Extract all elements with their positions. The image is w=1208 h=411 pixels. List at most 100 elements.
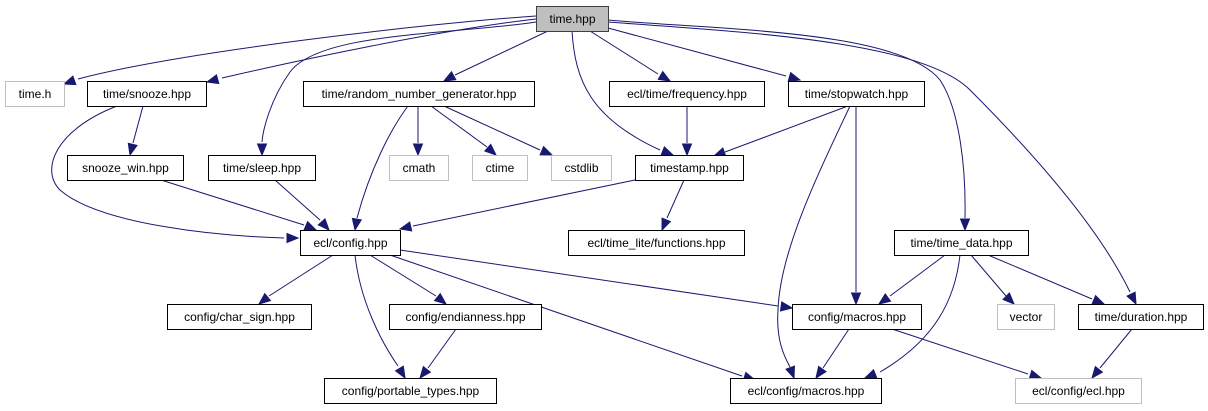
node-label: time/time_data.hpp <box>910 236 1012 250</box>
arrowhead-icon <box>127 142 138 157</box>
edge-line <box>589 30 659 75</box>
arrowhead-icon <box>286 232 300 244</box>
edge-macros-to-ecl-macros <box>815 328 850 380</box>
arrowhead-icon <box>539 145 554 156</box>
node-stopwatch[interactable]: time/stopwatch.hpp <box>788 81 925 107</box>
edge-stopwatch-to-timestamp <box>712 105 849 157</box>
node-label: cstdlib <box>564 161 598 175</box>
node-box <box>730 378 882 404</box>
edge-time-hpp-to-stopwatch <box>607 27 802 82</box>
node-label: time/sleep.hpp <box>223 161 301 175</box>
node-box <box>788 81 925 107</box>
edge-config-to-char-sign <box>257 254 334 305</box>
node-label: time.hpp <box>549 12 595 26</box>
arrowhead-icon <box>317 217 330 231</box>
edge-stopwatch-to-ecl-macros <box>777 105 851 380</box>
node-box <box>551 155 612 181</box>
edge-line <box>879 254 961 373</box>
arrowhead-icon <box>657 70 672 82</box>
arrowhead-icon <box>1091 294 1106 305</box>
edge-duration-to-ecl-hpp <box>1091 328 1133 380</box>
arrowhead-icon <box>1126 291 1137 306</box>
node-label: time/stopwatch.hpp <box>805 87 909 101</box>
node-label: ecl/time_lite/functions.hpp <box>587 236 725 250</box>
node-vector: vector <box>997 304 1055 330</box>
node-label: ecl/config.hpp <box>313 236 387 250</box>
node-box <box>67 155 184 181</box>
edge-time-data-to-macros <box>877 254 946 305</box>
node-label: time/duration.hpp <box>1095 310 1188 324</box>
edge-rng-to-ctime <box>430 105 497 156</box>
edge-line <box>1099 328 1133 369</box>
node-label: config/char_sign.hpp <box>184 310 295 324</box>
node-label: vector <box>1010 310 1043 324</box>
node-label: ecl/config/macros.hpp <box>748 384 865 398</box>
edge-line <box>356 105 409 219</box>
edge-time-hpp-to-duration <box>607 21 1137 306</box>
edge-rng-to-cstdlib <box>443 105 554 156</box>
arrowhead-icon <box>1028 369 1043 380</box>
arrowhead-icon <box>412 143 424 157</box>
edge-line <box>454 30 549 76</box>
node-duration[interactable]: time/duration.hpp <box>1078 304 1204 330</box>
node-time-data[interactable]: time/time_data.hpp <box>894 230 1029 256</box>
edge-line <box>77 15 537 80</box>
arrowhead-icon <box>419 365 432 380</box>
arrowhead-icon <box>433 292 448 305</box>
node-label: ecl/time/frequency.hpp <box>627 87 747 101</box>
edge-time-hpp-to-sleep <box>256 21 537 157</box>
edge-time-hpp-to-time-h <box>62 15 537 86</box>
node-cmath: cmath <box>389 155 449 181</box>
arrowhead-icon <box>205 73 220 85</box>
edge-line <box>571 30 661 151</box>
node-box <box>568 230 745 256</box>
arrowhead-icon <box>785 365 795 380</box>
node-label: ecl/config/ecl.hpp <box>1032 384 1125 398</box>
node-frequency[interactable]: ecl/time/frequency.hpp <box>609 81 765 107</box>
arrowhead-icon <box>850 292 862 306</box>
node-snooze-win[interactable]: snooze_win.hpp <box>67 155 184 181</box>
arrowhead-icon <box>787 71 802 82</box>
edge-line <box>891 328 1029 375</box>
node-box <box>472 155 528 181</box>
edge-snooze-win-to-config <box>160 179 318 231</box>
node-portable-types[interactable]: config/portable_types.hpp <box>324 378 497 404</box>
arrowhead-icon <box>660 145 675 156</box>
edge-line <box>261 21 537 143</box>
node-ctime: ctime <box>472 155 528 181</box>
edge-time-hpp-to-time-data <box>607 19 971 232</box>
edge-time-hpp-to-timestamp <box>571 30 675 156</box>
edge-rng-to-cmath <box>412 106 424 157</box>
arrowhead-icon <box>62 75 77 86</box>
edge-timestamp-to-functions <box>661 179 685 232</box>
edge-line <box>51 105 285 239</box>
arrowhead-icon <box>959 218 971 232</box>
edge-frequency-to-timestamp <box>681 106 693 157</box>
edge-macros-to-ecl-hpp <box>891 328 1043 380</box>
edge-line <box>666 179 685 219</box>
node-box <box>1078 304 1204 330</box>
node-ecl-macros[interactable]: ecl/config/macros.hpp <box>730 378 882 404</box>
edge-line <box>430 105 488 148</box>
arrowhead-icon <box>1091 365 1104 380</box>
edge-line <box>987 254 1093 300</box>
edge-line <box>274 179 321 221</box>
node-char-sign[interactable]: config/char_sign.hpp <box>167 304 312 330</box>
node-box <box>894 230 1029 256</box>
node-endianness[interactable]: config/endianness.hpp <box>389 304 542 330</box>
arrowhead-icon <box>483 143 497 156</box>
arrowhead-icon <box>815 365 827 380</box>
edge-time-hpp-to-snooze <box>205 18 537 85</box>
node-snooze[interactable]: time/snooze.hpp <box>87 81 207 107</box>
node-box <box>300 230 401 256</box>
node-rng[interactable]: time/random_number_generator.hpp <box>303 81 535 107</box>
node-sleep[interactable]: time/sleep.hpp <box>208 155 316 181</box>
edge-timestamp-to-config <box>398 179 636 232</box>
edge-line <box>412 179 636 227</box>
node-timestamp[interactable]: timestamp.hpp <box>635 155 744 181</box>
edge-stopwatch-to-macros <box>850 106 862 306</box>
node-macros[interactable]: config/macros.hpp <box>792 304 922 330</box>
edge-time-data-to-duration <box>987 254 1106 305</box>
node-functions[interactable]: ecl/time_lite/functions.hpp <box>568 230 745 256</box>
node-config[interactable]: ecl/config.hpp <box>300 230 401 256</box>
